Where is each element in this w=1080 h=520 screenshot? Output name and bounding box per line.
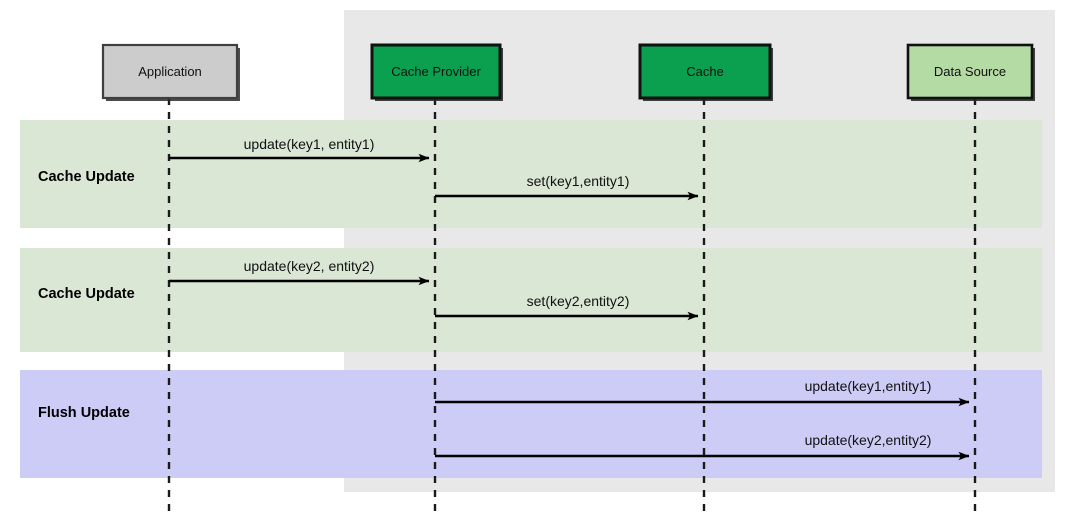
band-label-cache-update-2: Cache Update bbox=[38, 286, 135, 302]
participant-cache[interactable]: Cache bbox=[638, 43, 773, 101]
participant-label-data-source: Data Source bbox=[934, 64, 1006, 79]
message-flush-update-key2-entity2[interactable]: update(key2,entity2) bbox=[435, 432, 970, 461]
message-set-key2-entity2[interactable]: set(key2,entity2) bbox=[435, 293, 699, 321]
band-group bbox=[20, 120, 1042, 478]
message-label: set(key1,entity1) bbox=[527, 173, 630, 189]
message-label: update(key2, entity2) bbox=[244, 258, 375, 274]
band-label-cache-update-1: Cache Update bbox=[38, 169, 135, 185]
participant-label-cache: Cache bbox=[686, 64, 724, 79]
participant-label-application: Application bbox=[138, 64, 202, 79]
band-cache-update-2 bbox=[20, 248, 1042, 352]
message-label: update(key2,entity2) bbox=[805, 432, 932, 448]
lifeline-group bbox=[167, 98, 977, 518]
message-update-key1-entity1[interactable]: update(key1, entity1) bbox=[169, 136, 430, 163]
participant-cache-provider[interactable]: Cache Provider bbox=[370, 43, 503, 101]
participant-application[interactable]: Application bbox=[101, 43, 240, 101]
message-label: update(key1, entity1) bbox=[244, 136, 375, 152]
message-flush-update-key1-entity1[interactable]: update(key1,entity1) bbox=[435, 378, 970, 407]
message-group: update(key1, entity1) set(key1,entity1) … bbox=[169, 136, 970, 461]
band-flush-update bbox=[20, 370, 1042, 478]
band-cache-update-1 bbox=[20, 120, 1042, 228]
participant-label-cache-provider: Cache Provider bbox=[391, 64, 481, 79]
participant-data-source[interactable]: Data Source bbox=[906, 43, 1035, 101]
message-label: update(key1,entity1) bbox=[805, 378, 932, 394]
message-update-key2-entity2[interactable]: update(key2, entity2) bbox=[169, 258, 430, 286]
message-set-key1-entity1[interactable]: set(key1,entity1) bbox=[435, 173, 699, 201]
message-label: set(key2,entity2) bbox=[527, 293, 630, 309]
band-label-flush-update: Flush Update bbox=[38, 405, 130, 421]
